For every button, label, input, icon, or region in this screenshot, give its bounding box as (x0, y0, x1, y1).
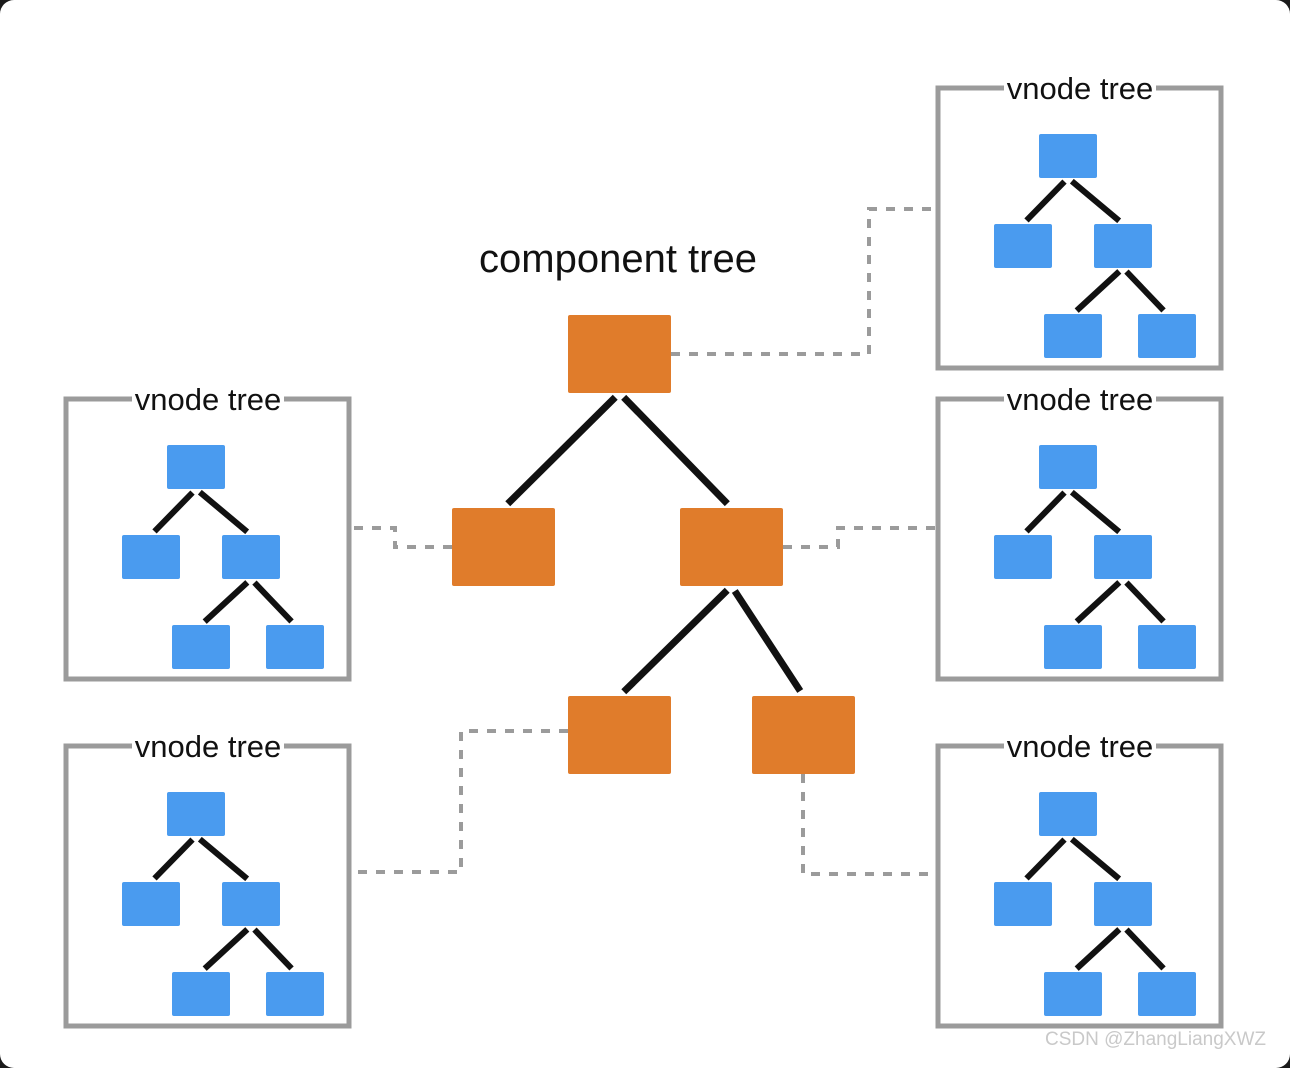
vnode-node[interactable] (172, 972, 230, 1016)
vnode-node[interactable] (1044, 972, 1102, 1016)
vnode-edge (1024, 490, 1067, 534)
vnode-node[interactable] (1094, 224, 1152, 268)
vnode-node[interactable] (1094, 535, 1152, 579)
watermark-label: CSDN @ZhangLiangXWZ (1045, 1029, 1266, 1050)
vnode-tree-label: vnode tree (135, 382, 282, 417)
vnode-edge (1024, 837, 1067, 881)
vnode-tree-label: vnode tree (1007, 382, 1154, 417)
component-node[interactable] (752, 696, 855, 774)
vnode-tree-group: vnode tree (63, 382, 352, 682)
component-node[interactable] (452, 508, 555, 586)
vnode-node[interactable] (1039, 445, 1097, 489)
vnode-edge (202, 927, 250, 971)
vnode-node[interactable] (222, 882, 280, 926)
vnode-node[interactable] (222, 535, 280, 579)
vnode-node[interactable] (172, 625, 230, 669)
vnode-edge (252, 580, 294, 624)
vnode-node[interactable] (1138, 314, 1196, 358)
dotted-connector (801, 774, 938, 876)
vnode-edge (1124, 580, 1166, 624)
vnode-edge (1024, 179, 1067, 223)
vnode-node[interactable] (167, 792, 225, 836)
vnode-edge (1069, 489, 1122, 535)
vnode-edge (1124, 927, 1166, 971)
vnode-node[interactable] (167, 445, 225, 489)
component-tree-layer (452, 315, 855, 774)
vnode-edge (1074, 269, 1122, 313)
dotted-connector (349, 526, 452, 549)
vnode-edge (1069, 178, 1122, 224)
connectors-layer (349, 207, 938, 876)
vnode-node[interactable] (1044, 314, 1102, 358)
vnode-tree-group: vnode tree (935, 729, 1224, 1029)
vnode-edge (197, 489, 250, 535)
vnode-tree-label: vnode tree (1007, 71, 1154, 106)
vnode-edge (1124, 269, 1166, 313)
vnode-tree-label-plate (132, 732, 284, 760)
vnode-edge (152, 837, 195, 881)
component-node[interactable] (568, 315, 671, 393)
vnode-node[interactable] (1138, 972, 1196, 1016)
vnode-edge (1069, 836, 1122, 882)
vnode-node[interactable] (122, 882, 180, 926)
component-edge (621, 394, 730, 507)
vnode-trees-layer: vnode tree vnode tree vnode tree vnode tree… (63, 71, 1224, 1029)
component-node[interactable] (568, 696, 671, 774)
component-edge (505, 394, 618, 507)
vnode-tree-label-plate (132, 385, 284, 413)
vnode-node[interactable] (1044, 625, 1102, 669)
vnode-node[interactable] (122, 535, 180, 579)
vnode-edge (1074, 580, 1122, 624)
component-edge (731, 589, 804, 693)
vnode-node[interactable] (1094, 882, 1152, 926)
vnode-node[interactable] (1039, 792, 1097, 836)
component-edge (621, 587, 730, 695)
vnode-node[interactable] (1138, 625, 1196, 669)
vnode-edge (252, 927, 294, 971)
dotted-connector (671, 207, 938, 356)
vnode-tree-group: vnode tree (63, 729, 352, 1029)
vnode-tree-group: vnode tree (935, 382, 1224, 682)
vnode-node[interactable] (994, 535, 1052, 579)
vnode-tree-label: vnode tree (135, 729, 282, 764)
vnode-edge (202, 580, 250, 624)
vnode-edge (152, 490, 195, 534)
vnode-node[interactable] (266, 625, 324, 669)
vnode-tree-label: vnode tree (1007, 729, 1154, 764)
dotted-connector (349, 729, 568, 874)
vnode-node[interactable] (1039, 134, 1097, 178)
vnode-node[interactable] (266, 972, 324, 1016)
component-node[interactable] (680, 508, 783, 586)
vnode-tree-label-plate (1004, 74, 1156, 102)
vnode-node[interactable] (994, 882, 1052, 926)
vnode-edge (197, 836, 250, 882)
vnode-tree-label-plate (1004, 732, 1156, 760)
dotted-connector (783, 526, 938, 549)
vnode-tree-label-plate (1004, 385, 1156, 413)
vnode-tree-group: vnode tree (935, 71, 1224, 371)
vnode-edge (1074, 927, 1122, 971)
vnode-node[interactable] (994, 224, 1052, 268)
page-title: component tree (479, 237, 757, 281)
